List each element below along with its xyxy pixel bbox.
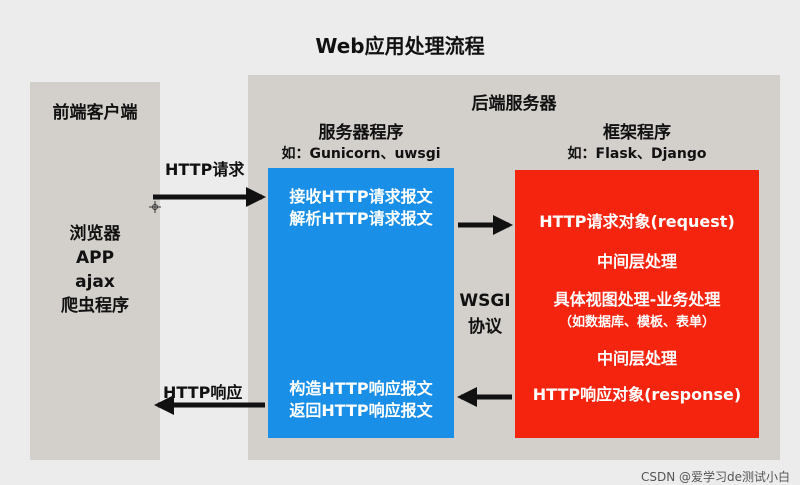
middleware-step-1: 中间层处理 (596, 252, 677, 271)
client-item: 爬虫程序 (61, 296, 129, 316)
server-program-response-steps: 构造HTTP响应报文 返回HTTP响应报文 (268, 378, 454, 422)
view-processing: 具体视图处理-业务处理 (553, 290, 721, 309)
request-object: HTTP请求对象(request) (539, 212, 735, 231)
server-program-example: 如：Gunicorn、uwsgi (281, 146, 441, 162)
framework-heading: 框架程序 (603, 123, 671, 143)
server-program-request-steps: 接收HTTP请求报文 解析HTTP请求报文 (268, 186, 454, 230)
server-program-box: 接收HTTP请求报文 解析HTTP请求报文 构造HTTP响应报文 返回HTTP响… (268, 168, 454, 438)
step-build-response: 构造HTTP响应报文 (289, 379, 433, 398)
wsgi-label-line1: WSGI (459, 291, 511, 311)
crosshair-icon (149, 201, 161, 213)
step-parse-request: 解析HTTP请求报文 (289, 209, 433, 228)
client-item: ajax (75, 272, 115, 292)
http-response-label: HTTP响应 (163, 383, 243, 402)
response-object: HTTP响应对象(response) (532, 385, 742, 404)
wsgi-label-line2: 协议 (468, 317, 502, 337)
client-item: APP (75, 248, 115, 268)
step-return-response: 返回HTTP响应报文 (289, 401, 433, 420)
framework-box: HTTP请求对象(request) 中间层处理 具体视图处理-业务处理 （如数据… (515, 170, 759, 438)
framework-example: 如：Flask、Django (567, 146, 707, 162)
wsgi-label: WSGI 协议 (456, 288, 514, 340)
view-processing-note: （如数据库、模板、表单） (558, 315, 715, 330)
server-heading: 后端服务器 (471, 94, 557, 114)
middleware-step-2: 中间层处理 (596, 349, 677, 368)
step-receive-request: 接收HTTP请求报文 (289, 187, 433, 206)
client-item-list: 浏览器 APP ajax 爬虫程序 (30, 222, 160, 318)
watermark: CSDN @爱学习de测试小白 (640, 470, 790, 484)
server-program-heading: 服务器程序 (318, 123, 404, 143)
client-item: 浏览器 (69, 224, 121, 244)
diagram-title: Web应用处理流程 (315, 34, 485, 58)
client-panel: 前端客户端 浏览器 APP ajax 爬虫程序 (30, 82, 160, 460)
client-heading: 前端客户端 (52, 103, 138, 123)
http-request-label: HTTP请求 (165, 160, 245, 179)
